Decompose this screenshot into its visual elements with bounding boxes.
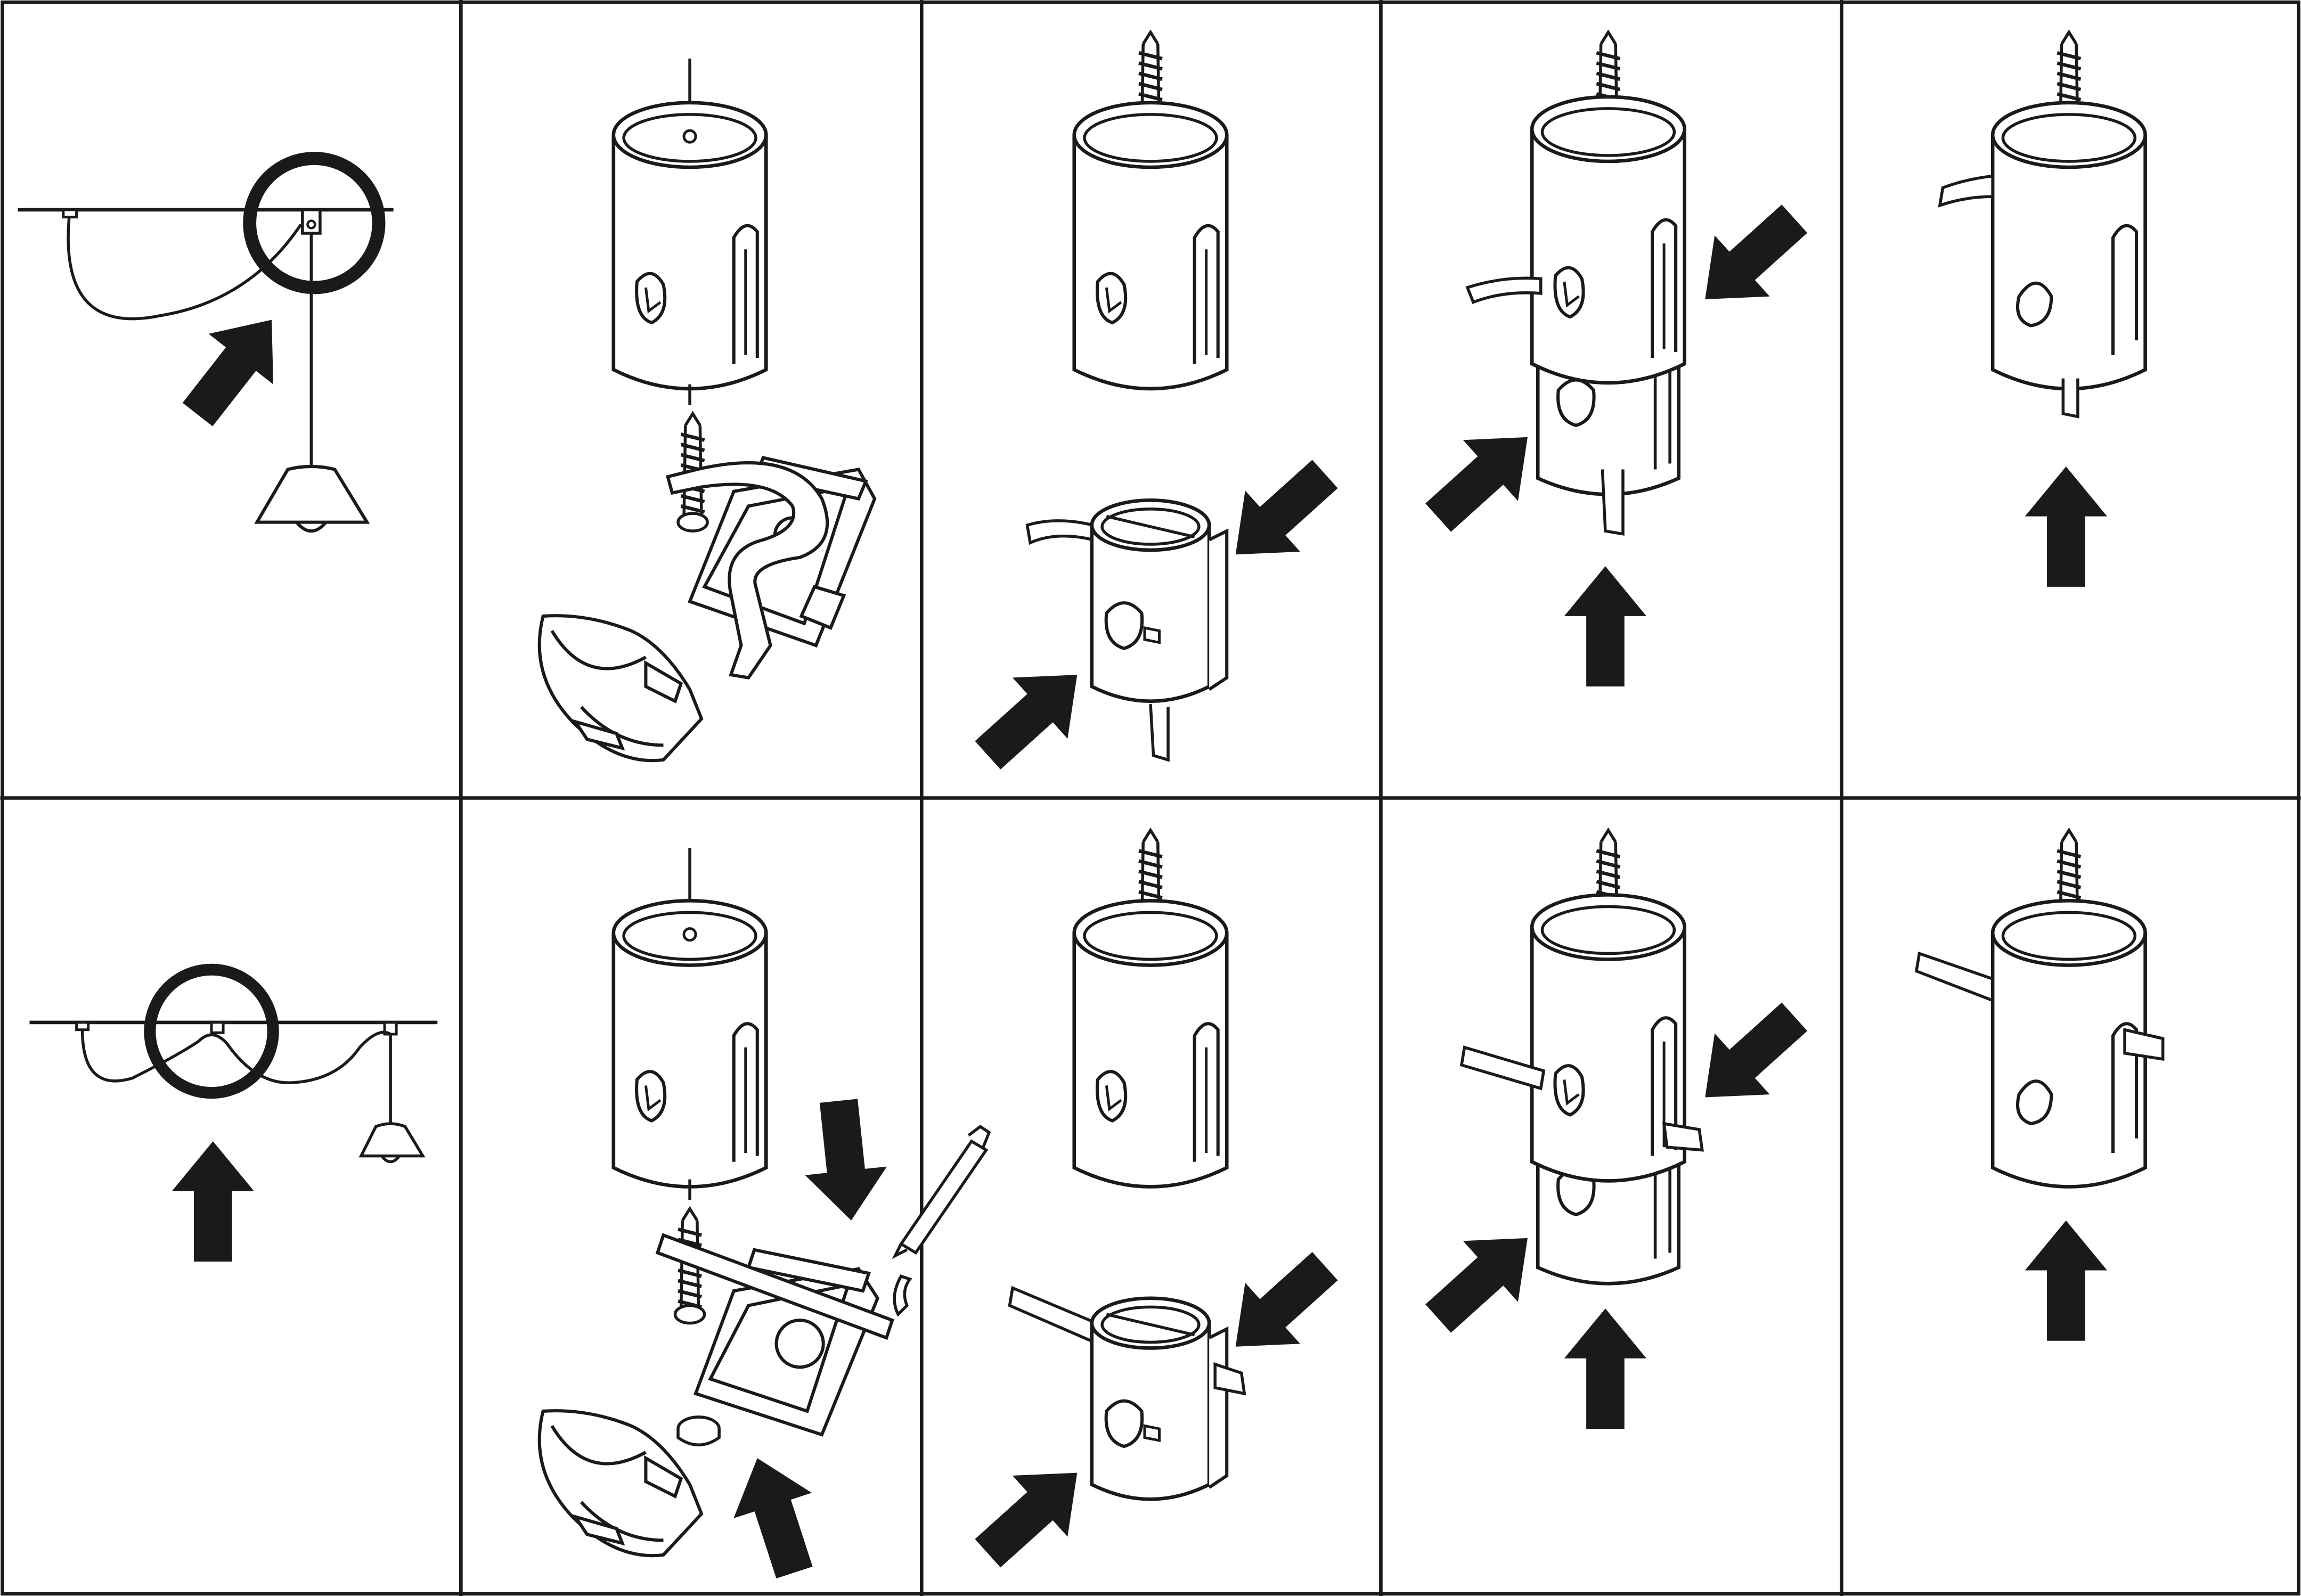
arrow-icon [1410, 1207, 1555, 1349]
cylinder-cap-icon [1993, 901, 2145, 1186]
cable-icon [666, 461, 829, 680]
arrow-icon [718, 1445, 834, 1585]
clamp-assembly-icon [1092, 500, 1227, 701]
arrow-icon [1564, 566, 1647, 687]
arrow-icon [1208, 443, 1353, 585]
cylinder-cap-icon [614, 103, 766, 389]
arrow-icon [2025, 466, 2107, 587]
arrow-icon [1410, 406, 1555, 549]
arrow-icon [2025, 1220, 2107, 1341]
panel-r2-c2 [537, 848, 991, 1585]
magnifier-circle-icon [144, 963, 279, 1099]
cylinder-cap-icon [614, 901, 766, 1186]
screw-icon [673, 1209, 706, 1325]
arrow-icon [960, 1442, 1105, 1584]
plug-icon [676, 1415, 721, 1447]
cylinder-cap-icon [1074, 901, 1227, 1186]
panel-r1-c2 [537, 59, 877, 763]
panel-r2-c1 [29, 963, 438, 1262]
arrow-icon [1677, 188, 1822, 330]
cylinder-cap-icon [1532, 895, 1684, 1181]
ceiling-line-icon [18, 208, 394, 470]
arrow-icon [172, 1141, 254, 1262]
panel-r1-c1 [18, 152, 394, 533]
cable-icon [2061, 378, 2079, 419]
cover-shell-icon [537, 1409, 704, 1558]
arrow-icon [1208, 1235, 1353, 1378]
cylinder-cap-icon [1993, 103, 2145, 389]
ceiling-line-icon [29, 1020, 438, 1127]
arrow-icon [797, 1096, 892, 1225]
cable-icon [1914, 951, 1997, 1003]
clamp-assembly-icon [1092, 1298, 1227, 1499]
arrow-icon [165, 294, 304, 440]
pen-icon [892, 1125, 991, 1317]
arrow-icon [1564, 1308, 1647, 1429]
cylinder-cap-icon [1532, 97, 1684, 383]
screw-icon [676, 414, 709, 533]
panel-r2-c3 [960, 830, 1353, 1584]
panel-r1-c3 [960, 32, 1353, 786]
panel-r1-c5 [1938, 32, 2145, 587]
panel-r2-c5 [1914, 830, 2165, 1341]
pendant-lamp-icon [358, 1122, 426, 1164]
magnifier-circle-icon [243, 152, 386, 294]
clamp-body-icon [655, 1233, 894, 1437]
cover-shell-icon [537, 614, 704, 763]
panel-r1-c4 [1410, 32, 1822, 687]
arrow-icon [960, 644, 1105, 786]
panel-r2-c4 [1410, 830, 1822, 1429]
pendant-lamp-icon [254, 464, 370, 533]
cable-icon [1008, 1286, 1106, 1346]
cylinder-cap-icon [1074, 103, 1227, 389]
cable-icon [1459, 1045, 1546, 1091]
arrow-icon [1677, 986, 1822, 1128]
